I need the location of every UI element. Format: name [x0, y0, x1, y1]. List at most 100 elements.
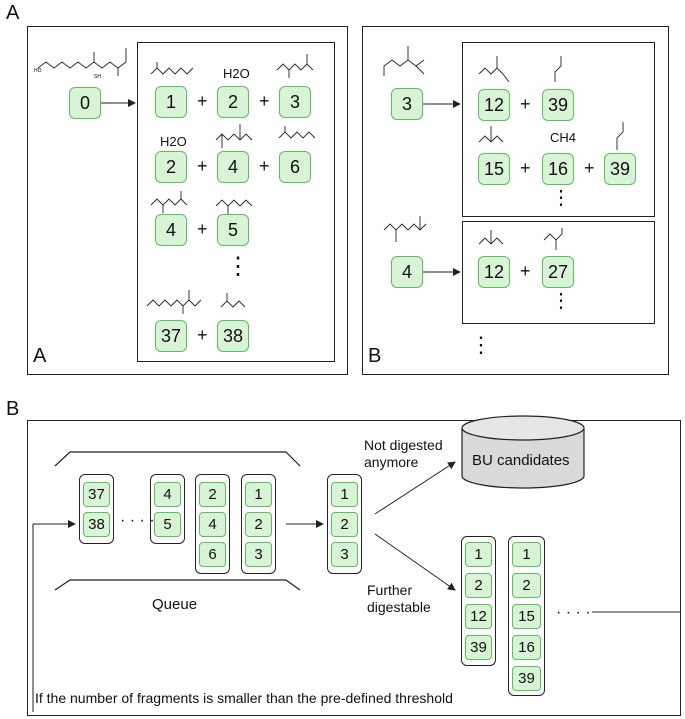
fragment-box: 15 [478, 153, 510, 185]
fragment-box: 5 [217, 214, 249, 246]
plus-sign: + [520, 158, 531, 178]
queue-group [195, 474, 230, 574]
fragment-box: 4 [155, 214, 187, 246]
fragment-box: 4 [217, 151, 249, 183]
cysteine-fragment-icon [540, 226, 574, 256]
queue-label: Queue [152, 596, 198, 613]
fragment-box: 37 [155, 320, 187, 352]
fragment-box: 38 [217, 320, 249, 352]
fragment-box: 1 [245, 482, 272, 507]
threshold-label: If the number of fragments is smaller th… [35, 690, 453, 706]
flow-frame [27, 420, 681, 716]
amino-acid-structure-icon [275, 122, 319, 148]
fragment-box: 2 [217, 86, 249, 118]
fragment-box: 39 [542, 89, 574, 121]
fragment-box: 4 [199, 512, 226, 537]
fragment-box: 4 [391, 256, 423, 288]
fragment-box: 1 [331, 482, 358, 507]
fragment-box: 12 [465, 604, 492, 629]
further-digestable-label: Further digestable [367, 582, 431, 615]
vertical-ellipsis: ⋮ [551, 187, 571, 209]
fragment-box: 39 [465, 635, 492, 660]
tripeptide-structure-icon [374, 38, 434, 84]
fragment-box: 3 [279, 86, 311, 118]
dipeptide-structure-icon [273, 48, 317, 82]
svg-text:SH: SH [94, 74, 101, 80]
fragment-box: 15 [512, 604, 541, 629]
vertical-ellipsis: ⋮ [551, 290, 571, 312]
fragment-box: 6 [199, 542, 226, 567]
tripeptide-structure-icon [143, 288, 207, 318]
fragment-box: 3 [245, 542, 272, 567]
panel-a-products-frame [137, 42, 335, 362]
fragment-box: 1 [155, 86, 187, 118]
panel-b-frame [362, 26, 669, 375]
glycine-structure-icon [217, 291, 251, 315]
fragment-box: 2 [512, 573, 541, 598]
fragment-box: 39 [604, 153, 636, 185]
fragment-box: 2 [155, 151, 187, 183]
figure-label-a: A [6, 2, 20, 24]
dipeptide-structure-icon [147, 189, 191, 217]
cysteine-fragment-icon [547, 52, 573, 88]
result-group [461, 536, 496, 666]
figure-label-b: B [6, 398, 20, 420]
fragment-box: 1 [512, 542, 541, 567]
tripeptide-structure-icon [212, 120, 256, 154]
fragment-box: 16 [542, 153, 574, 185]
plus-sign: + [197, 156, 208, 176]
database-cylinder-icon [460, 414, 586, 490]
results-ellipsis: · · · · [556, 604, 591, 621]
queue-ellipsis: · · · · [120, 512, 155, 529]
panel-a-frame [27, 26, 348, 375]
plus-sign: + [520, 94, 531, 114]
bu-candidates-label: BU candidates [472, 452, 570, 469]
fragment-box: 2 [245, 512, 272, 537]
fragment-box: 37 [83, 482, 110, 507]
fragment-box: 2 [465, 573, 492, 598]
water-formula: H2O [223, 66, 250, 81]
plus-sign: + [520, 261, 531, 281]
dipeptide-structure-icon [475, 122, 515, 154]
fragment-box: 0 [69, 87, 101, 119]
fragment-box: 5 [154, 512, 181, 537]
water-formula: H2O [160, 134, 187, 149]
glutamate-structure-icon [212, 194, 256, 218]
tripeptide-structure-icon [380, 212, 442, 246]
queue-group [150, 474, 185, 544]
vertical-ellipsis: ⋮ [226, 253, 250, 280]
fragment-box: 27 [542, 256, 574, 288]
fragment-box: 2 [199, 482, 226, 507]
fragment-box: 6 [279, 151, 311, 183]
fragment-box: 1 [465, 542, 492, 567]
dipeptide-structure-icon [475, 226, 515, 256]
queue-group [79, 474, 114, 544]
current-group [327, 474, 362, 574]
fragment-box: 2 [331, 512, 358, 537]
fragment-box: 16 [512, 635, 541, 660]
not-digested-label: Not digested anymore [364, 437, 443, 470]
plus-sign: + [197, 325, 208, 345]
methane-formula: CH4 [550, 130, 577, 145]
queue-group [241, 474, 276, 574]
subpanel-label-b: B [368, 345, 382, 367]
vertical-ellipsis: ⋮ [470, 332, 492, 357]
subpanel-label-a: A [33, 345, 47, 367]
dipeptide-structure-icon [475, 52, 515, 88]
fragment-box: 38 [83, 512, 110, 537]
plus-sign: + [259, 156, 270, 176]
cysteine-fragment-icon [609, 118, 635, 156]
fragment-box: 39 [512, 666, 541, 691]
plus-sign: + [197, 91, 208, 111]
fragment-box: 3 [391, 88, 423, 120]
lysine-structure-icon [147, 58, 197, 82]
plus-sign: + [197, 219, 208, 239]
fragment-box: 3 [331, 542, 358, 567]
fragment-box: 12 [478, 89, 510, 121]
fragment-box: 12 [478, 256, 510, 288]
fragment-box: 4 [154, 482, 181, 507]
panel-b-products-frame [462, 42, 655, 217]
plus-sign: + [584, 158, 595, 178]
